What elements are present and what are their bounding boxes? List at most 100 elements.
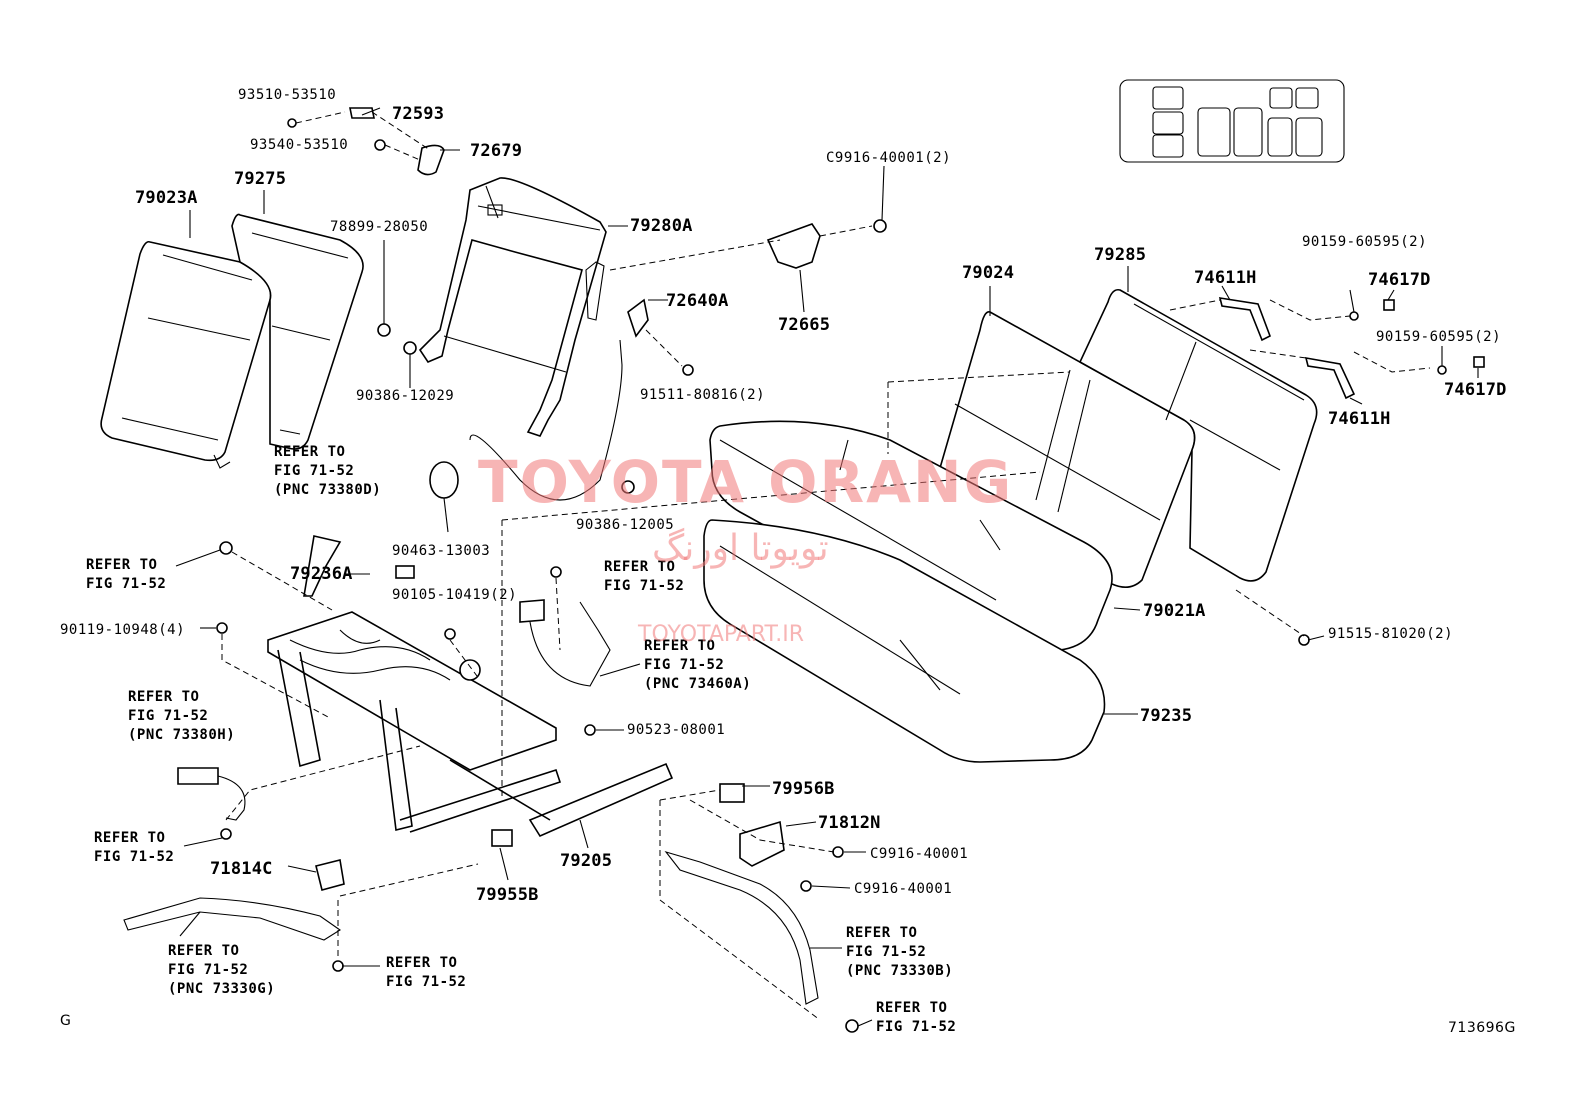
label-refer-fig-bottom-right: REFER TO FIG 71-52	[876, 1000, 957, 1035]
corner-letter: G	[60, 1013, 72, 1029]
label-refer-73380H: REFER TO FIG 71-52 (PNC 73380H)	[128, 689, 236, 743]
bolt-ref-fig-2	[550, 566, 562, 578]
label-c9916-40001-b: C9916-40001	[870, 846, 969, 862]
label-72593: 72593	[392, 104, 445, 124]
label-c9916-40001-2: C9916-40001(2)	[826, 150, 952, 166]
nut-90523	[584, 724, 596, 736]
label-refer-fig-bottom-left: REFER TO FIG 71-52	[94, 830, 175, 865]
label-72679: 72679	[470, 141, 523, 161]
bracket-71812N	[739, 820, 785, 867]
label-refer-73460A: REFER TO FIG 71-52 (PNC 73460A)	[644, 638, 752, 692]
buckle-73380H	[177, 767, 219, 785]
bolt-90159-upper	[1349, 311, 1359, 321]
label-79280A: 79280A	[630, 216, 693, 236]
lock-72640A	[627, 298, 649, 338]
label-90105-10419: 90105-10419(2)	[392, 587, 518, 603]
label-90159-60595-lower: 90159-60595(2)	[1376, 329, 1502, 345]
label-91515-81020: 91515-81020(2)	[1328, 626, 1454, 642]
bolt-93510	[287, 118, 297, 128]
watermark-url: TOYOTAPART.IR	[638, 622, 805, 647]
figure-code: 713696G	[1448, 1020, 1516, 1036]
seatback-79275	[231, 213, 364, 450]
bracket-71814C	[315, 859, 345, 891]
label-74617D-upper: 74617D	[1368, 270, 1431, 290]
leader-lines	[175, 190, 1479, 1027]
watermark-persian: تویوتا اورنگ	[652, 528, 829, 569]
bolt-c9916-b	[832, 846, 844, 858]
bracket-72665	[766, 223, 821, 269]
label-90523-08001: 90523-08001	[627, 722, 726, 738]
label-79285: 79285	[1094, 245, 1147, 265]
label-refer-fig-left: REFER TO FIG 71-52	[86, 557, 167, 592]
bolt-ref-fig	[219, 541, 233, 555]
label-79236A: 79236A	[290, 564, 353, 584]
bolt-91511	[682, 364, 694, 376]
cable-tie-90463	[429, 461, 459, 499]
seat-cushion-79235	[703, 519, 1106, 763]
label-79023A: 79023A	[135, 188, 198, 208]
label-79235: 79235	[1140, 706, 1193, 726]
label-90119-10948: 90119-10948(4)	[60, 622, 186, 638]
seat-layout-inset	[1119, 79, 1345, 163]
label-90386-12029: 90386-12029	[356, 388, 455, 404]
label-79205: 79205	[560, 851, 613, 871]
clip-74617D-lower	[1473, 356, 1485, 368]
label-78899-28050: 78899-28050	[330, 219, 429, 235]
bolt-c9916-c	[800, 880, 812, 892]
watermark-brand: TOYOTA ORANG	[478, 448, 1014, 516]
bolt-78899	[377, 323, 391, 337]
seat-cushion-79021A	[709, 420, 1113, 656]
seatback-79285	[1078, 288, 1318, 582]
bolt-left	[220, 828, 232, 840]
label-74617D-lower: 74617D	[1444, 380, 1507, 400]
label-93540-53510: 93540-53510	[250, 137, 349, 153]
label-79956B: 79956B	[772, 779, 835, 799]
clip-74617D-upper	[1383, 299, 1395, 311]
label-79024: 79024	[962, 263, 1015, 283]
label-refer-fig-mid: REFER TO FIG 71-52	[604, 559, 685, 594]
label-refer-73330B: REFER TO FIG 71-52 (PNC 73330B)	[846, 925, 954, 979]
label-71814C: 71814C	[210, 859, 273, 879]
label-90463-13003: 90463-13003	[392, 543, 491, 559]
bolt-73330B	[845, 1019, 859, 1033]
clip-79956B	[719, 783, 745, 803]
seatback-79023A	[100, 240, 272, 469]
label-refer-73330G: REFER TO FIG 71-52 (PNC 73330G)	[168, 943, 276, 997]
bolt-90105	[444, 628, 456, 640]
bolt-90159-lower	[1437, 365, 1447, 375]
part-72593	[349, 107, 375, 119]
nut-90386-12005	[621, 480, 635, 494]
seat-frame-79205	[267, 611, 674, 838]
label-refer-fig-bottom-mid: REFER TO FIG 71-52	[386, 955, 467, 990]
cover-79236A	[395, 565, 415, 579]
label-79021A: 79021A	[1143, 601, 1206, 621]
belt-73460A	[519, 599, 545, 623]
label-90386-12005: 90386-12005	[576, 517, 675, 533]
seatback-frame-79280A	[418, 177, 607, 437]
bolt-90119	[216, 622, 228, 634]
hinge-74611H-upper	[1218, 297, 1272, 342]
dashed-guides	[221, 371, 1305, 1021]
label-93510-53510: 93510-53510	[238, 87, 337, 103]
label-90159-60595-upper: 90159-60595(2)	[1302, 234, 1428, 250]
bolt-c9916	[873, 219, 887, 233]
bolt-73330G	[332, 960, 344, 972]
nut-90386	[403, 341, 417, 355]
label-91511-80816: 91511-80816(2)	[640, 387, 766, 403]
label-74611H-lower: 74611H	[1328, 409, 1391, 429]
bolt-91515	[1298, 634, 1310, 646]
hinge-74611H-lower	[1304, 356, 1356, 400]
label-72665: 72665	[778, 315, 831, 335]
label-79275: 79275	[234, 169, 287, 189]
label-72640A: 72640A	[666, 291, 729, 311]
part-72679	[417, 144, 445, 176]
label-71812N: 71812N	[818, 813, 881, 833]
label-79955B: 79955B	[476, 885, 539, 905]
nut-93540	[374, 139, 386, 151]
clip-79955B	[491, 829, 513, 847]
strap-79236A	[303, 535, 342, 597]
label-74611H-upper: 74611H	[1194, 268, 1257, 288]
label-refer-73380D: REFER TO FIG 71-52 (PNC 73380D)	[274, 444, 382, 498]
label-c9916-40001-c: C9916-40001	[854, 881, 953, 897]
